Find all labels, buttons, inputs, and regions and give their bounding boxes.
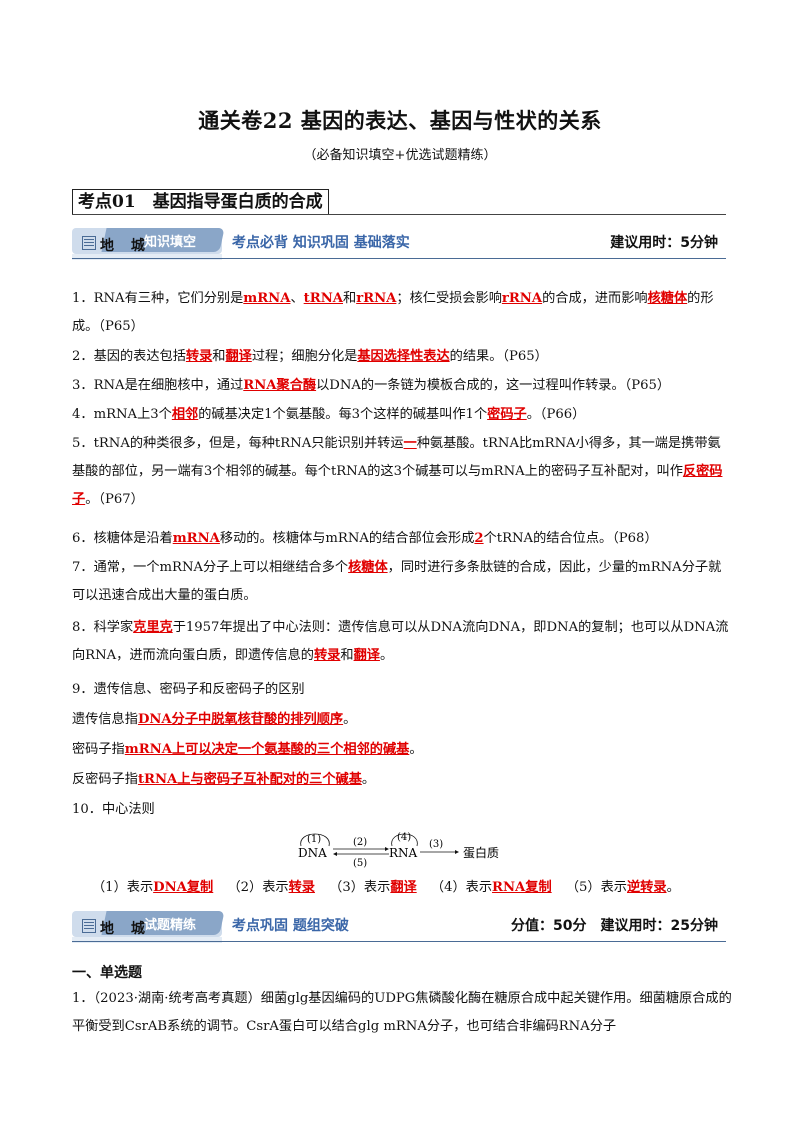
loop-arrow-1: [300, 833, 330, 847]
question-1: 1．（2023·湖南·统考高考真题）细菌glg基因编码的UDPG焦磷酸化酶在糖原…: [72, 991, 732, 1034]
item-10-heading: 10．中心法则: [72, 802, 155, 817]
loop-arrow-4: [391, 833, 418, 847]
banner-subtitle: 考点巩固 题组突破: [232, 918, 349, 934]
list-icon: [82, 919, 96, 933]
item-9-line-1: 遗传信息指DNA分子中脱氧核苷酸的排列顺序。: [72, 712, 357, 727]
item-4: 4．mRNA上3个相邻的碱基决定1个氨基酸。每3个这样的碱基叫作1个密码子。（P…: [72, 407, 586, 422]
practice-banner: 地 城 试题精练 考点巩固 题组突破 分值：50分 建议用时：25分钟: [72, 911, 726, 943]
banner-diqu: 地 城: [100, 921, 151, 937]
label-2: (2): [353, 837, 367, 848]
item-7: 7．通常，一个mRNA分子上可以相继结合多个核糖体，同时进行多条肽链的合成，因此…: [72, 560, 722, 603]
node-dna: DNA: [298, 846, 327, 860]
knowledge-banner: 地 城 知识填空 考点必背 知识巩固 基础落实 建议用时：5分钟: [72, 228, 726, 260]
node-protein: 蛋白质: [463, 845, 499, 860]
label-3: (3): [429, 839, 443, 850]
item-9-heading: 9．遗传信息、密码子和反密码子的区别: [72, 682, 305, 697]
section-heading: 一、单选题: [72, 965, 142, 981]
item-1: 1．RNA有三种，它们分别是mRNA、tRNA和rRNA；核仁受损会影响rRNA…: [72, 291, 714, 334]
item-6: 6．核糖体是沿着mRNA移动的。核糖体与mRNA的结合部位会形成2个tRNA的结…: [72, 531, 658, 546]
banner-time: 建议用时：5分钟: [610, 235, 718, 251]
page-subtitle: （必备知识填空+优选试题精练）: [303, 148, 497, 163]
banner-subtitle: 考点必背 知识巩固 基础落实: [232, 235, 410, 251]
banner-score-time: 分值：50分 建议用时：25分钟: [511, 918, 718, 934]
item-3: 3．RNA是在细胞核中，通过RNA聚合酶以DNA的一条链为模板合成的，这一过程叫…: [72, 378, 671, 393]
kaodian-divider: [72, 214, 726, 215]
banner-tab-label: 知识填空: [144, 235, 197, 250]
list-icon: [82, 236, 96, 250]
central-dogma-diagram: (1) DNA (2) (5) (4) RNA (3) 蛋白质: [298, 832, 499, 868]
dogma-answers: （1）表示DNA复制 （2）表示转录 （3）表示翻译 （4）表示RNA复制 （5…: [92, 880, 680, 895]
label-4: (4): [397, 832, 411, 843]
item-8: 8．科学家克里克于1957年提出了中心法则：遗传信息可以从DNA流向DNA，即D…: [72, 620, 729, 663]
item-9-line-3: 反密码子指tRNA上与密码子互补配对的三个碱基。: [72, 772, 376, 787]
item-2: 2．基因的表达包括转录和翻译过程；细胞分化是基因选择性表达的结果。（P65）: [72, 349, 548, 364]
banner-tab-label: 试题精练: [144, 918, 197, 933]
label-5: (5): [353, 858, 367, 868]
item-5: 5．tRNA的种类很多，但是，每种tRNA只能识别并转运一种氨基酸。tRNA比m…: [72, 436, 723, 507]
kaodian-heading: 考点01 基因指导蛋白质的合成: [72, 189, 329, 215]
label-1: (1): [307, 834, 321, 845]
node-rna: RNA: [389, 846, 418, 860]
page-title: 通关卷22 基因的表达、基因与性状的关系: [198, 108, 602, 133]
banner-diqu: 地 城: [100, 238, 151, 254]
item-9-line-2: 密码子指mRNA上可以决定一个氨基酸的三个相邻的碱基。: [72, 742, 423, 757]
